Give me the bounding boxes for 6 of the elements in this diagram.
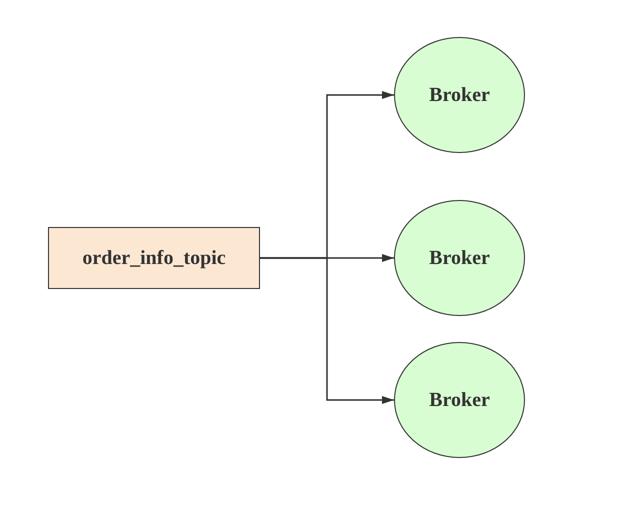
node-label: Broker xyxy=(429,246,490,270)
node-label: order_info_topic xyxy=(82,246,226,270)
node-label: Broker xyxy=(429,388,490,412)
node-label: Broker xyxy=(429,84,490,106)
arrow xyxy=(260,257,394,404)
topic-box xyxy=(48,227,260,289)
